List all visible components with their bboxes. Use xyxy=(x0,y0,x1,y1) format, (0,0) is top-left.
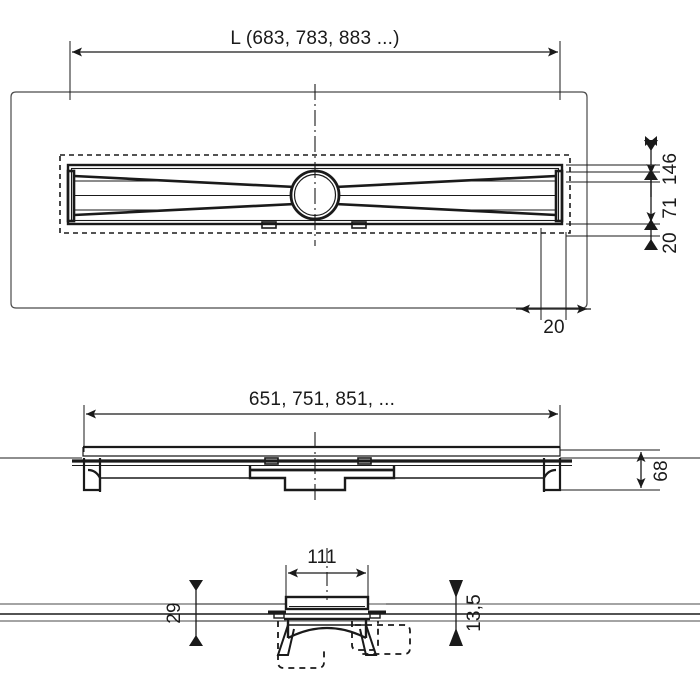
dim-detail-111: 111 xyxy=(285,547,369,607)
fixing-tab-right xyxy=(351,221,367,229)
dim-elevation-height: 68 xyxy=(560,449,672,491)
trap-outline-outlet xyxy=(355,624,411,655)
dim-label-29: 29 xyxy=(164,602,185,624)
dim-arrow-29-bot xyxy=(189,635,203,646)
channel-slope-bottom-left xyxy=(73,201,316,217)
dim-label-elevation-length: 651, 751, 851, ... xyxy=(249,389,395,410)
dim-arrow-135-top xyxy=(449,580,463,598)
dim-ticks-right-chain xyxy=(644,140,658,250)
membrane-outline xyxy=(59,154,571,234)
dim-label-146: 146 xyxy=(660,153,681,185)
dim-label-111: 111 xyxy=(307,547,336,568)
channel-slope-bottom-right xyxy=(314,201,557,217)
detail-arch-underside xyxy=(287,626,367,639)
dim-plan-bottom-20: 20 xyxy=(516,228,591,338)
trap-outline-lower xyxy=(277,621,325,669)
dim-label-71: 71 xyxy=(660,197,681,219)
fixing-tab-left xyxy=(261,221,277,229)
elevation-tab-right xyxy=(357,457,372,465)
dim-arrow-135-bot xyxy=(449,628,463,646)
plan-view: L (683, 783, 883 ...) 146 71 20 xyxy=(10,28,681,338)
channel-slope-top-right xyxy=(314,174,557,190)
elevation-tab-left xyxy=(264,457,279,465)
channel-slope-top-left xyxy=(73,174,316,190)
dim-label-20-vertical: 20 xyxy=(660,232,681,254)
dim-label-20-bottom: 20 xyxy=(543,317,565,338)
dim-label-plan-length: L (683, 783, 883 ...) xyxy=(230,28,399,49)
trap-outline-upper xyxy=(351,621,379,651)
dim-detail-135: 13,5 xyxy=(386,580,485,646)
detail-leg-left xyxy=(276,624,295,656)
dim-label-135: 13,5 xyxy=(464,594,485,632)
dim-arrow-29-top xyxy=(189,580,203,591)
detail-clip-left xyxy=(273,612,285,619)
detail-clip-right xyxy=(369,612,381,619)
support-leg-right xyxy=(542,458,562,492)
support-leg-left xyxy=(82,458,102,492)
dim-elevation-length: 651, 751, 851, ... xyxy=(83,389,561,452)
detail-leg-right xyxy=(359,624,378,656)
dim-label-68: 68 xyxy=(651,460,672,482)
dim-plan-right-chain: 146 71 20 xyxy=(566,136,681,254)
dim-plan-length: L (683, 783, 883 ...) xyxy=(69,28,561,100)
dim-detail-29: 29 xyxy=(164,580,286,646)
floor-slab-outline xyxy=(10,91,588,309)
elevation-view: 651, 751, 851, ... 68 xyxy=(0,389,700,500)
section-detail: 111 29 13,5 xyxy=(0,547,700,669)
